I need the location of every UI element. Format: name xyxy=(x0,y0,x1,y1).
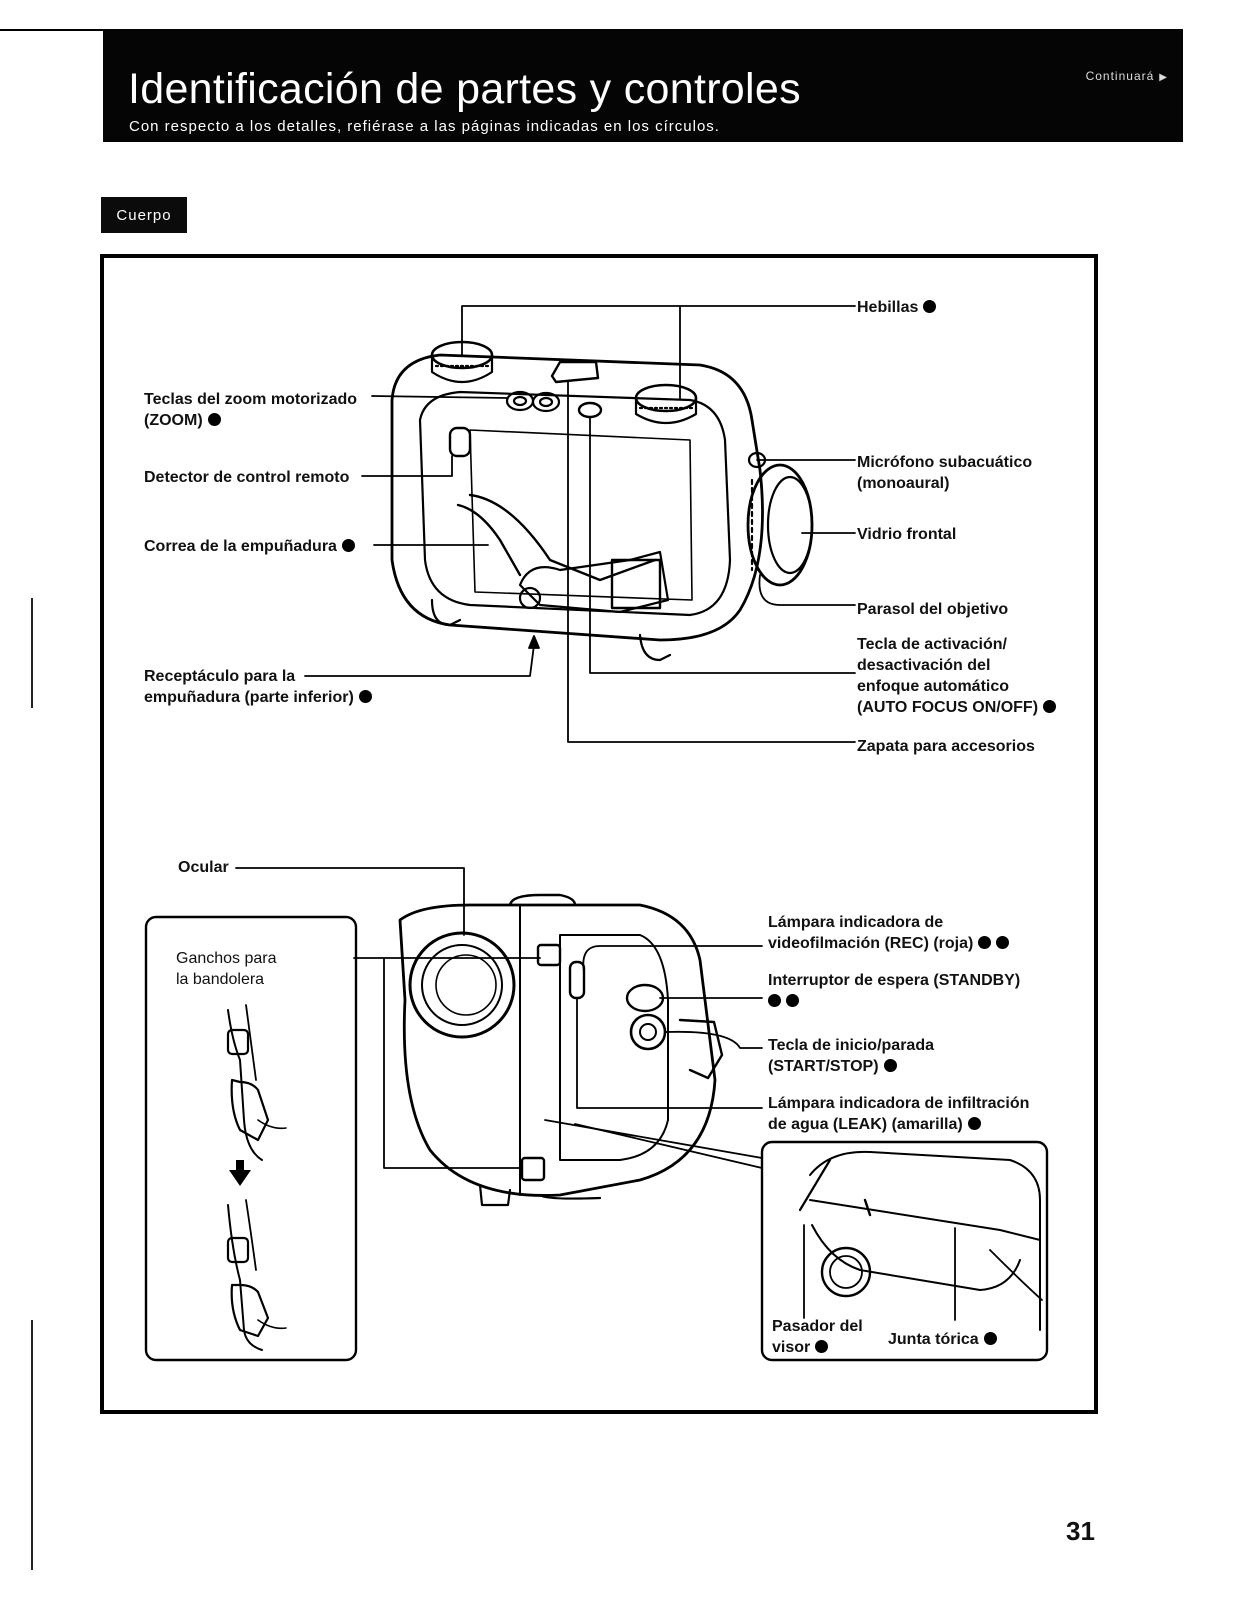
page-title: Identificación de partes y controles xyxy=(128,65,801,113)
label-auto-focus-line2: desactivación del xyxy=(857,657,991,674)
label-viewfinder-pin-line2: visor xyxy=(772,1337,863,1358)
label-strap-hooks-line1: Ganchos para xyxy=(176,950,277,967)
label-start-stop-line2-text: (START/STOP) xyxy=(768,1058,879,1075)
play-arrow-icon: ▶ xyxy=(1159,72,1168,83)
page-ref-dot-icon xyxy=(923,300,937,313)
label-zoom-line1: Teclas del zoom motorizado xyxy=(144,391,358,408)
label-ocular: Ocular xyxy=(178,859,229,876)
page-ref-dot-icon xyxy=(978,936,992,949)
label-o-ring-text: Junta tórica xyxy=(888,1331,979,1348)
page-ref-dot-icon xyxy=(207,413,221,426)
label-strap-hooks-line2: la bandolera xyxy=(176,971,265,988)
label-microphone-line2: (monoaural) xyxy=(857,475,950,492)
page-ref-dot-icon xyxy=(341,539,355,552)
label-auto-focus-line1: Tecla de activación/ xyxy=(857,636,1007,653)
label-auto-focus: Tecla de activación/ desactivación del e… xyxy=(857,634,1057,718)
label-grip-receptacle-line1: Receptáculo para la xyxy=(144,668,296,685)
page-ref-dot-icon xyxy=(358,690,372,703)
label-auto-focus-line4-text: (AUTO FOCUS ON/OFF) xyxy=(857,699,1039,716)
label-start-stop-line2: (START/STOP) xyxy=(768,1056,934,1077)
label-hebillas-text: Hebillas xyxy=(857,299,919,316)
label-rec-lamp-line2-text: videofilmación (REC) (roja) xyxy=(768,935,974,952)
label-auto-focus-line3: enfoque automático xyxy=(857,678,1010,695)
label-viewfinder-pin: Pasador del visor xyxy=(772,1316,863,1358)
label-start-stop-line1: Tecla de inicio/parada xyxy=(768,1037,934,1054)
down-arrow-icon xyxy=(229,1160,251,1186)
label-o-ring: Junta tórica xyxy=(888,1329,997,1350)
label-leak-lamp: Lámpara indicadora de infiltración de ag… xyxy=(768,1093,1029,1135)
page-subtitle: Con respecto a los detalles, refiérase a… xyxy=(129,118,720,135)
label-lens-hood: Parasol del objetivo xyxy=(857,601,1009,618)
label-accessory-shoe: Zapata para accesorios xyxy=(857,738,1035,755)
label-zoom-line2-text: (ZOOM) xyxy=(144,412,203,429)
label-viewfinder-pin-line1: Pasador del xyxy=(772,1318,863,1335)
section-tab: Cuerpo xyxy=(101,197,187,233)
label-standby-switch-text: Interruptor de espera (STANDBY) xyxy=(768,972,1021,989)
label-strap-hooks: Ganchos para la bandolera xyxy=(176,948,277,990)
page-ref-dot-icon xyxy=(967,1117,981,1130)
page-ref-dot-icon xyxy=(1043,700,1057,713)
page-ref-dot-icon xyxy=(815,1340,829,1353)
label-rec-lamp: Lámpara indicadora de videofilmación (RE… xyxy=(768,912,1010,954)
label-leak-lamp-line2-text: de agua (LEAK) (amarilla) xyxy=(768,1116,963,1133)
label-auto-focus-line4: (AUTO FOCUS ON/OFF) xyxy=(857,697,1057,718)
label-grip-strap-text: Correa de la empuñadura xyxy=(144,538,337,555)
rear-housing-illustration xyxy=(398,893,724,1207)
page-ref-dot-icon xyxy=(996,936,1010,949)
page-ref-dot-icon xyxy=(786,994,799,1007)
oring-detail-inset xyxy=(760,1140,1049,1362)
label-grip-receptacle: Receptáculo para la empuñadura (parte in… xyxy=(144,666,372,708)
rear-leader-lines xyxy=(235,867,763,1169)
strap-hook-inset xyxy=(144,915,358,1362)
label-grip-strap: Correa de la empuñadura xyxy=(144,536,355,557)
label-rec-lamp-line1: Lámpara indicadora de xyxy=(768,914,944,931)
margin-mark xyxy=(31,598,33,708)
diagram-frame xyxy=(100,254,1098,1414)
label-microphone-line1: Micrófono subacuático xyxy=(857,454,1033,471)
label-start-stop: Tecla de inicio/parada (START/STOP) xyxy=(768,1035,934,1077)
label-zoom-line2: (ZOOM) xyxy=(144,410,357,431)
top-rule xyxy=(0,29,103,31)
continue-label: Continuará xyxy=(1085,69,1155,83)
page-ref-dot-icon xyxy=(983,1332,997,1345)
label-standby-switch-refs xyxy=(768,991,1020,1012)
label-microphone: Micrófono subacuático (monoaural) xyxy=(857,452,1032,494)
margin-mark xyxy=(31,1320,33,1570)
page-header: Identificación de partes y controles Con… xyxy=(103,29,1183,142)
front-leader-lines xyxy=(304,305,856,743)
page-number: 31 xyxy=(1066,1516,1095,1546)
label-front-glass: Vidrio frontal xyxy=(857,526,957,543)
label-remote-detector: Detector de control remoto xyxy=(144,469,350,486)
label-grip-receptacle-line2: empuñadura (parte inferior) xyxy=(144,687,372,708)
page-ref-dot-icon xyxy=(883,1059,897,1072)
label-standby-switch: Interruptor de espera (STANDBY) xyxy=(768,970,1020,1012)
label-viewfinder-pin-line2-text: visor xyxy=(772,1339,811,1356)
label-zoom: Teclas del zoom motorizado (ZOOM) xyxy=(144,389,357,431)
page-ref-dot-icon xyxy=(768,994,781,1007)
label-hebillas: Hebillas xyxy=(857,297,937,318)
label-grip-receptacle-line2-text: empuñadura (parte inferior) xyxy=(144,689,354,706)
label-leak-lamp-line2: de agua (LEAK) (amarilla) xyxy=(768,1114,1029,1135)
continue-indicator: Continuará ▶ xyxy=(1086,69,1168,83)
front-housing-illustration xyxy=(390,340,814,662)
label-rec-lamp-line2: videofilmación (REC) (roja) xyxy=(768,933,1010,954)
label-leak-lamp-line1: Lámpara indicadora de infiltración xyxy=(768,1095,1030,1112)
